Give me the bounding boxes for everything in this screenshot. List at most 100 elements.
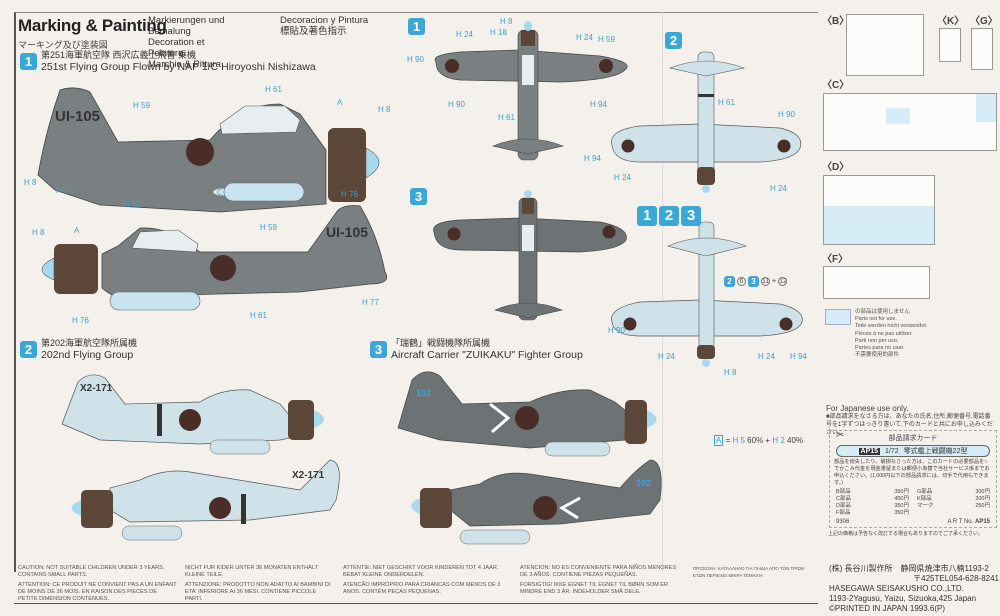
parts-tree-d xyxy=(823,175,935,245)
aircraft-3-top-view xyxy=(433,190,627,321)
fold-line xyxy=(662,12,663,572)
scheme-1-header: 1 第251海軍航空隊 西沢広義上飛曹 乗機 251st Flying Grou… xyxy=(20,50,316,73)
parts-order-card: 部品請求カード AP15 1/72 零式艦上戦闘機22型 部品を紛失したり、破損… xyxy=(829,430,997,528)
callout-h76: H 76 xyxy=(341,190,358,199)
scheme-badge-1: 1 xyxy=(20,53,37,70)
page-title: Marking & Painting xyxy=(18,16,167,35)
caution-pt: ATENCÃO IMPRÓPRIO PARA CRIANCAS COM MENO… xyxy=(343,582,501,595)
plan-badges-combined: 1 2 3 xyxy=(637,206,701,226)
mix-formula: A = H 5 60% + H 2 40% xyxy=(714,435,804,446)
card-scale: 1/72 xyxy=(885,447,899,455)
company-info: (株) 長谷川製作所 静岡県焼津市八楠1193-2 〒425TEL054-628… xyxy=(829,564,999,613)
tail-code-2b: X2-171 xyxy=(292,470,325,481)
bottom-divider xyxy=(14,603,818,604)
card-body: 部品を紛失したり、破損なさった方は、このカードの必要部品を○でかこみ代金を現金書… xyxy=(834,459,990,486)
callout-a-b: A xyxy=(74,226,80,235)
caution-en: CAUTION: NOT SUITABLE CHILDREN UNDER 3 Y… xyxy=(18,565,165,578)
caution-nl: ATTENTIE: NIET GESCHIKT VOOR KINDEREN TO… xyxy=(343,565,499,578)
combined-note: 2 6 3 11 + 12 xyxy=(724,276,788,287)
callout-h8-tail: H 8 xyxy=(24,178,37,187)
callout-h24-plan2: H 24 xyxy=(614,173,631,182)
callout-h61-plan: H 61 xyxy=(498,113,515,122)
lang-it: Marchio & Pittura xyxy=(148,59,221,70)
callout-h24-plan: H 24 xyxy=(456,30,473,39)
scheme-2-title-jp: 第202海軍航空隊所属機 xyxy=(41,338,138,348)
parts-tree-c xyxy=(823,93,997,151)
callout-h94-plan4: H 94 xyxy=(790,352,807,361)
card-model-bar: AP15 1/72 零式艦上戦闘機22型 xyxy=(836,445,990,457)
callout-h90-plan-b: H 90 xyxy=(448,100,465,109)
lang-fr: Decoration et Peinture xyxy=(148,37,205,59)
callout-h24-plan-r: H 24 xyxy=(576,33,593,42)
callout-h61-plan2: H 61 xyxy=(718,98,735,107)
title-languages-col2: Decoracion y Pintura 標貼及著色指示 xyxy=(280,15,368,37)
not-for-use-legend: の部品は使用しません Parts not for use. Teile werd… xyxy=(855,309,928,359)
scheme-badge-2: 2 xyxy=(20,341,37,358)
callout-h59-plan: H 59 xyxy=(598,35,615,44)
callout-h59-b: H 59 xyxy=(260,223,277,232)
callout-h90-plan: H 90 xyxy=(407,55,424,64)
parts-tree-g xyxy=(971,28,993,70)
parts-label-k: 〈K〉 xyxy=(937,16,965,27)
tail-code-1a: UI-105 xyxy=(55,108,100,125)
caution-es: ATENCION: NO ES CONVENIENTE PARA NIÑOS M… xyxy=(520,565,677,578)
aircraft-1-top-view xyxy=(434,21,628,161)
parts-label-f: 〈F〉 xyxy=(822,254,849,265)
scheme-2-header: 2 第202海軍航空隊所属機 202nd Flying Group xyxy=(20,338,137,361)
plan-badge-3: 3 xyxy=(410,188,427,206)
parts-label-g: 〈G〉 xyxy=(970,16,998,27)
plan-badge-2: 2 xyxy=(665,32,682,50)
caution-de: NICHT FUR KIDER UNTER 36 MONATEN ENTHÄLT… xyxy=(185,565,318,578)
callout-h61: H 61 xyxy=(265,85,282,94)
callout-h77-b: H 77 xyxy=(362,298,379,307)
callout-h76-b: H 76 xyxy=(72,316,89,325)
callout-h24-plan4-r: H 24 xyxy=(758,352,775,361)
caution-da: FORSIGTIG! IKKE EGNET TIL EGNET TIL BØRN… xyxy=(520,582,669,595)
header: Marking & Painting マーキング及び塗装図 xyxy=(18,16,167,51)
callout-h94-plan: H 94 xyxy=(590,100,607,109)
aircraft-2-left-profile: X2-171 xyxy=(61,374,324,455)
svg-text:102: 102 xyxy=(636,478,651,488)
card-footer: 9306 A R T No. AP15 xyxy=(836,519,990,525)
aircraft-1-right-profile: UI-105 xyxy=(41,205,388,311)
callout-a: A xyxy=(337,98,343,107)
aircraft-2-bottom-view xyxy=(611,51,802,193)
callout-h90-plan4: H 90 xyxy=(608,326,625,335)
callout-h8: H 8 xyxy=(378,105,391,114)
plan-badge-1: 1 xyxy=(408,18,425,36)
aircraft-2-right-profile: X2-171 xyxy=(71,459,340,541)
callout-h8-plan4: H 8 xyxy=(724,368,737,377)
title-languages-col1: Markierungen und Bemalung Decoration et … xyxy=(148,15,238,70)
not-for-use-swatch xyxy=(825,309,851,325)
callout-h59: H 59 xyxy=(133,101,150,110)
scheme-3-title-jp: 「瑞鶴」戦闘機隊所属機 xyxy=(391,338,491,348)
scheme-3-title-en: Aircraft Carrier "ZUIKAKU" Fighter Group xyxy=(391,349,583,361)
scheme-1-title-jp: 第251海軍航空隊 西沢広義上飛曹 乗機 xyxy=(41,50,197,60)
scheme-2-title-en: 202nd Flying Group xyxy=(41,349,134,361)
callout-h24-plan4: H 24 xyxy=(658,352,675,361)
page-title-jp: マーキング及び塗装図 xyxy=(18,40,108,50)
callout-h24-plan2-r: H 24 xyxy=(770,184,787,193)
parts-label-c: 〈C〉 xyxy=(822,80,850,91)
scissors-icon: ✂ xyxy=(836,430,845,441)
callout-h61-c: H 61 xyxy=(250,311,267,320)
caution-gr: ΠΡΟΣΟΧΗ: ΚΑΤΑΛΛΗΛΟ ΓΙΑ ΠΑΙΔΙΑ ΑΠΟ ΤΟΝ ΤΡ… xyxy=(693,566,805,578)
card-title: 部品請求カード xyxy=(888,435,938,442)
caution-it: ATTENZIONE: PRODOTTO NON ADATTO AI BAMBI… xyxy=(185,582,331,602)
callout-h90-plan2: H 90 xyxy=(778,110,795,119)
scheme-1-title-en: 251st Flying Group Flown by NAP 1/C Hiro… xyxy=(41,61,316,73)
svg-text:102: 102 xyxy=(416,388,431,398)
scheme-3-header: 3 「瑞鶴」戦闘機隊所属機 Aircraft Carrier "ZUIKAKU"… xyxy=(370,338,583,361)
lang-cn: 標貼及著色指示 xyxy=(280,26,347,37)
price-note: 上記の価格は予告なく改訂する場合もありますのでご了承ください。 xyxy=(828,531,984,537)
card-code: AP15 xyxy=(858,447,881,455)
aircraft-common-bottom-view xyxy=(611,221,803,367)
aircraft-3-left-profile: 102 xyxy=(397,371,657,457)
parts-tree-b xyxy=(846,14,924,76)
lang-de: Markierungen und Bemalung xyxy=(148,15,225,37)
parts-label-d: 〈D〉 xyxy=(822,162,850,173)
callout-h94-plan2: H 94 xyxy=(584,154,601,163)
instruction-sheet xyxy=(14,12,818,572)
card-model: 零式艦上戦闘機22型 xyxy=(903,448,968,455)
